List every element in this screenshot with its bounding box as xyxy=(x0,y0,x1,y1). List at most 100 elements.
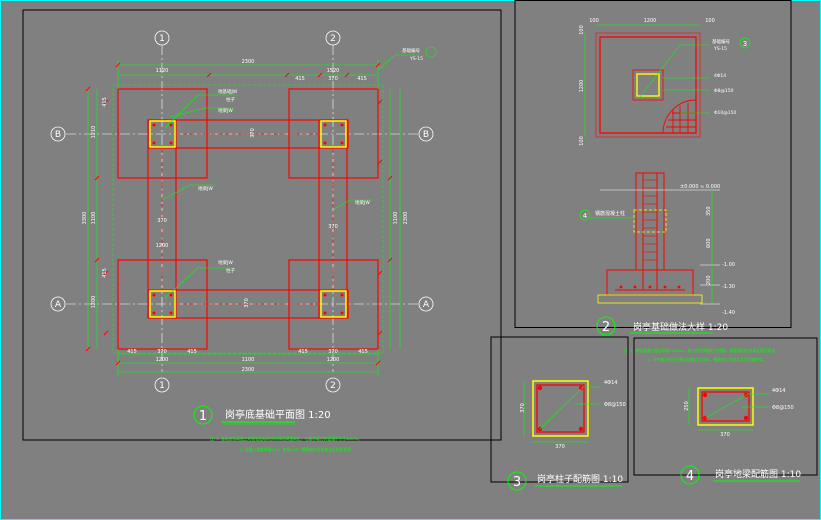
dim-top-b: 415 xyxy=(295,76,305,82)
axis-label-bottom-2: 2 xyxy=(330,381,336,391)
dim-ticks xyxy=(85,62,393,366)
plan-frame xyxy=(22,9,502,441)
footings xyxy=(117,88,379,350)
dim-left-a1: 1200 xyxy=(91,296,97,309)
detail-3-column: 4Φ14 Φ8@150 370 370 3 岗亭柱子配筋图 1:10 xyxy=(490,336,629,491)
dim-bottom-l2: 370 xyxy=(157,349,167,355)
plan-title: 岗亭底基础平面图 1:20 xyxy=(225,408,331,421)
d4-rebar1: 4Φ14 xyxy=(772,388,785,394)
d2-dim-h: 1200 xyxy=(579,80,585,93)
d3-rebar1: 4Φ14 xyxy=(604,380,617,386)
dim-left-b2: 415 xyxy=(102,97,108,107)
d4-dim-w: 370 xyxy=(720,432,730,438)
detail-4-beam: 4Φ14 Φ8@150 250 370 4 岗亭地梁配筋图 1:10 xyxy=(633,337,818,485)
dim-beam-1: 370 xyxy=(157,218,167,224)
dim-beam-3: 370 xyxy=(250,128,256,138)
label-col-5: 柱子 xyxy=(226,267,235,274)
plan-view: 1 2 1 2 B B A A 2300 1120 415 370 1520 4… xyxy=(22,9,502,452)
dim-top-right: 1520 xyxy=(327,68,340,74)
d2-lev1: -1.00 xyxy=(722,262,735,268)
dim-right-mid: 1100 xyxy=(393,212,399,225)
column-b2 xyxy=(320,120,347,148)
label-col-2: 柱子 xyxy=(226,96,235,103)
dim-bottom-r1: 415 xyxy=(298,349,308,355)
dim-beam-4: 370 xyxy=(244,298,250,308)
d2-title: 岗亭基础做法大样 1:20 xyxy=(633,321,728,333)
d2-lev2: -1.30 xyxy=(722,284,735,290)
d4-title: 岗亭地梁配筋图 1:10 xyxy=(715,468,801,480)
dim-bottom-r2: 370 xyxy=(328,349,338,355)
dim-top-a: 370 xyxy=(328,76,338,82)
d2-dim-bot: 100 xyxy=(579,136,585,146)
detail-4-frame xyxy=(633,337,818,476)
dimension-lines xyxy=(87,60,401,377)
dim-mid: 1200 xyxy=(156,243,169,249)
label-beam-1: 地梁JW xyxy=(198,185,213,192)
d3-title-num: 3 xyxy=(513,475,521,490)
d3-rebar2: Φ8@150 xyxy=(604,402,626,408)
label-col-1: 地基础JW xyxy=(218,88,238,95)
dim-top-b2: 415 xyxy=(357,76,367,82)
column-b1 xyxy=(149,120,176,148)
dim-beam-2: 370 xyxy=(328,224,338,230)
d4-title-bubble xyxy=(680,465,700,485)
columns xyxy=(149,120,347,318)
detail-2-frame xyxy=(514,0,792,328)
d4-rebar2: Φ8@150 xyxy=(772,405,794,411)
dim-bottom-l1: 415 xyxy=(127,349,137,355)
d2-lev-top: ±0.000 ≈ 0.000 xyxy=(680,184,720,190)
d2-sec-dim1: 350 xyxy=(706,206,712,216)
dim-left-a2: 415 xyxy=(102,268,108,278)
leader-lines xyxy=(161,54,420,299)
dim-top-total: 2300 xyxy=(242,59,255,65)
dim-left-total: 3300 xyxy=(82,212,88,225)
axis-label-top-1: 1 xyxy=(159,34,165,44)
d2-title-num: 2 xyxy=(602,320,610,335)
label-tag-top: 基础编号 xyxy=(402,47,420,54)
dim-top-left: 1120 xyxy=(156,68,169,74)
d2-ys: YS-15 xyxy=(713,46,727,52)
column-a2 xyxy=(320,290,347,318)
column-a1 xyxy=(149,290,176,318)
axis-label-bottom-1: 1 xyxy=(159,381,165,391)
d2-note-2: 2. 开挖基坑时应注意边坡稳定及排水，基础施工完成后及时回填夯实。 xyxy=(648,357,767,362)
d2-dim-l: 100 xyxy=(589,18,599,24)
detail-2-footing: 1200 100 100 1200 100 100 3 基础编号 YS-15 4… xyxy=(514,0,792,362)
footing-b2 xyxy=(288,88,379,179)
dim-bottom-total: 2300 xyxy=(242,367,255,373)
axis-label-right-b: B xyxy=(423,130,429,140)
d3-dim-w: 370 xyxy=(555,444,565,450)
axis-label-right-a: A xyxy=(423,300,430,310)
axis-bubbles xyxy=(50,30,434,393)
d2-dim-total: 1200 xyxy=(644,18,657,24)
plan-note-2: 2. 混凝土强度等级C25，垫层C15；钢筋保护层厚度详见图纸说明 xyxy=(240,447,351,452)
footing-a1 xyxy=(117,259,208,350)
d4-title-num: 4 xyxy=(686,469,694,484)
plan-note-1: 注: 1. 基础底标高施工时需根据现场实际情况调整确定，地基承载力特征值不小于8… xyxy=(210,436,362,441)
d2-sec-dim3: 200 xyxy=(706,275,712,285)
d2-note-1: 注: 1. 基础混凝土垫层厚度100mm，施工时需预留柱子插筋，插筋锚固长度满足… xyxy=(624,348,779,353)
d2-mesh: Φ10@150 xyxy=(714,110,736,116)
dim-bottom-l3: 415 xyxy=(187,349,197,355)
label-beam-2: 地梁JW xyxy=(355,199,370,206)
footing-a2 xyxy=(288,259,379,350)
d2-title-bubble xyxy=(596,316,616,336)
dim-bottom-w2: 1200 xyxy=(327,357,340,363)
axis-lines xyxy=(66,45,420,372)
d2-dim-r: 100 xyxy=(705,18,715,24)
d2-tag: 基础编号 xyxy=(712,38,730,45)
d2-circ-4: 4 xyxy=(583,212,588,220)
plan-title-num: 1 xyxy=(199,409,207,424)
axis-label-left-b: B xyxy=(55,130,61,140)
d2-dim-top: 100 xyxy=(579,25,585,35)
dim-right-total: 2300 xyxy=(403,212,409,225)
dim-bottom-r3: 415 xyxy=(358,349,368,355)
d2-sec-tag: 钢筋混凝土柱 xyxy=(595,210,625,217)
d2-lev3: -1.40 xyxy=(722,310,735,316)
footing-b1 xyxy=(117,88,208,179)
detail-3-frame xyxy=(490,336,629,483)
label-tag-yz: YS-15 xyxy=(409,56,423,62)
d3-title: 岗亭柱子配筋图 1:10 xyxy=(537,473,623,485)
d3-dim-h: 370 xyxy=(520,403,526,413)
